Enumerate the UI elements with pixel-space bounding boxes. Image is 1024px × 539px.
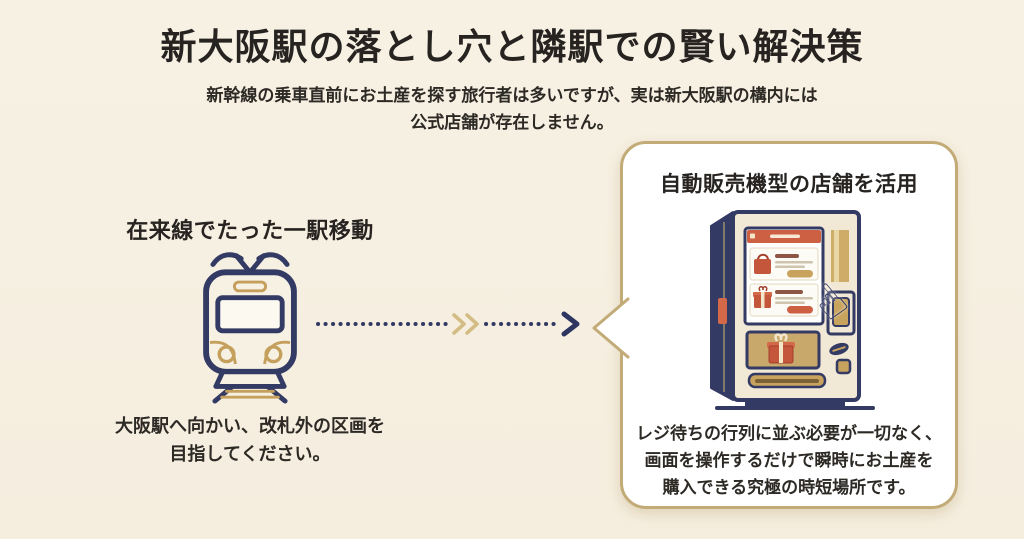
train-front-icon	[178, 243, 322, 405]
speech-bubble-tail	[592, 297, 630, 359]
bubble-body: レジ待ちの行列に並ぶ必要が一切なく、画面を操作するだけで瞬時にお土産を購入できる…	[633, 420, 945, 501]
vending-machine-icon: ☝	[689, 202, 889, 414]
subtitle-line-2: 公式店舗が存在しません。	[410, 113, 614, 132]
bubble-heading: 自動販売機型の店舗を活用	[660, 173, 918, 196]
solution-speech-bubble: 自動販売機型の店舗を活用	[592, 141, 958, 509]
page-title: 新大阪駅の落とし穴と隣駅での賢い解決策	[160, 26, 864, 67]
caption-line-2: 目指してください。	[169, 444, 331, 464]
caption-line-1: 大阪駅へ向かい、改札外の区画を	[115, 416, 385, 436]
left-step-heading: 在来線でたった一駅移動	[126, 218, 374, 243]
page-subtitle: 新幹線の乗車直前にお土産を探す旅行者は多いですが、実は新大阪駅の構内には公式店舗…	[0, 82, 1024, 136]
subtitle-line-1: 新幹線の乗車直前にお土産を探す旅行者は多いですが、実は新大阪駅の構内には	[206, 86, 818, 105]
left-step-caption: 大阪駅へ向かい、改札外の区画を目指してください。	[80, 412, 420, 468]
bubble-body-line-2: 画面を操作するだけで瞬時にお土産を	[644, 451, 934, 470]
bubble-body-line-1: レジ待ちの行列に並ぶ必要が一切なく、	[636, 424, 942, 443]
dotted-arrow-right-icon	[314, 308, 586, 340]
bubble-body-line-3: 購入できる究極の時短場所です。	[662, 478, 916, 497]
